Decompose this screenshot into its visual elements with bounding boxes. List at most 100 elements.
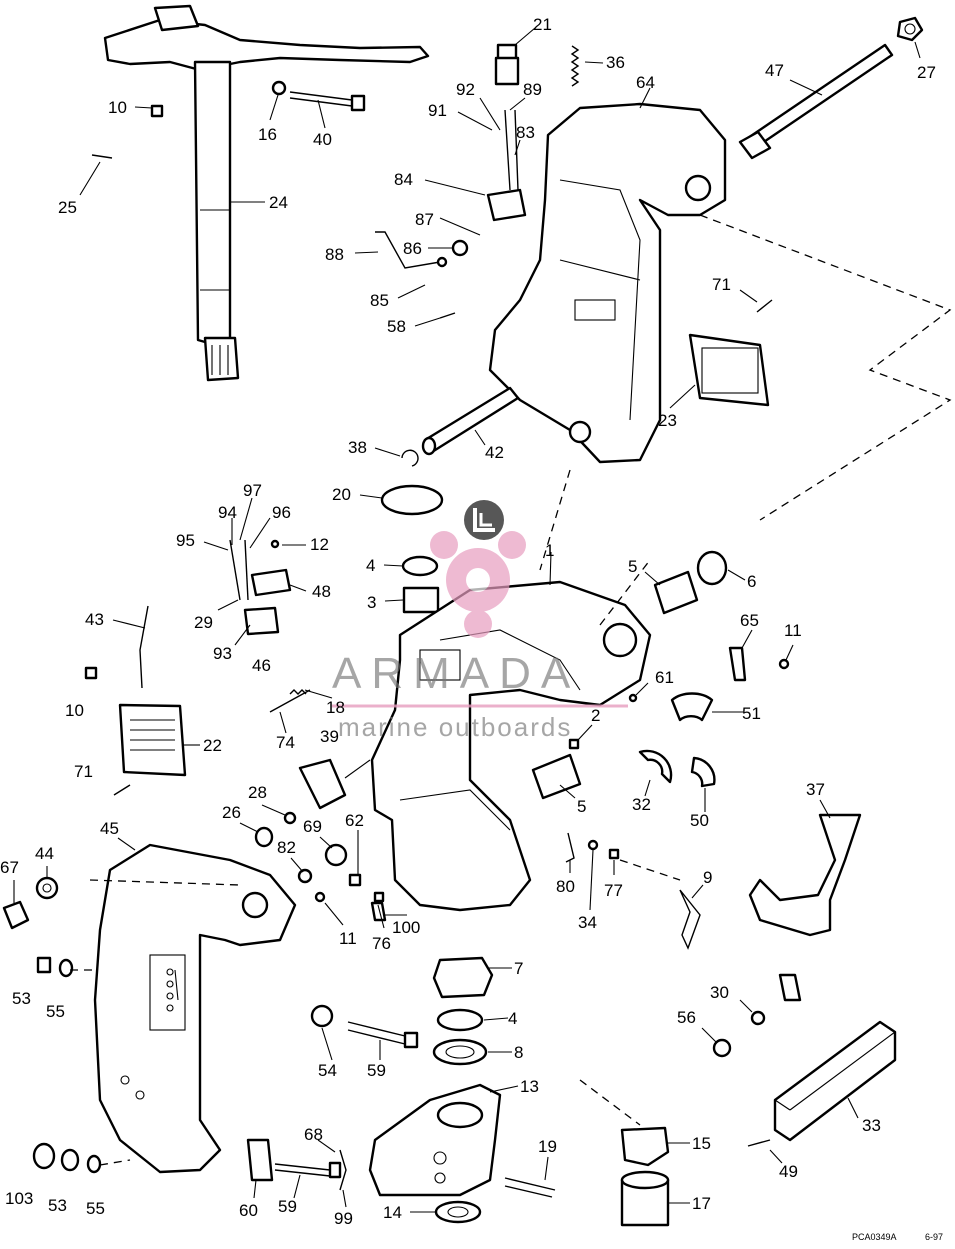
callout-83: 83 <box>516 123 535 142</box>
callout-53-top: 53 <box>12 989 31 1008</box>
part-22-cover <box>118 703 187 777</box>
part-drawings <box>2 4 924 1227</box>
callout-77: 77 <box>604 881 623 900</box>
callout-17: 17 <box>692 1194 711 1213</box>
callout-28: 28 <box>248 783 267 802</box>
callout-24: 24 <box>269 193 288 212</box>
callout-8: 8 <box>514 1043 523 1062</box>
leader-lines <box>13 27 921 1213</box>
callout-7: 7 <box>514 959 523 978</box>
callout-20: 20 <box>332 485 351 504</box>
watermark: ARMADA marine outboards <box>332 500 628 742</box>
callout-56: 56 <box>677 1008 696 1027</box>
part-24-steering-shaft <box>103 4 430 382</box>
callout-3: 3 <box>367 593 376 612</box>
callout-82: 82 <box>277 838 296 857</box>
callout-96: 96 <box>272 503 291 522</box>
callout-9: 9 <box>703 868 712 887</box>
figure-code: PCA0349A <box>852 1232 897 1242</box>
callout-39: 39 <box>320 727 339 746</box>
callout-19: 19 <box>538 1137 557 1156</box>
callout-34: 34 <box>578 913 597 932</box>
callout-91: 91 <box>428 101 447 120</box>
callout-68: 68 <box>304 1125 323 1144</box>
callout-99: 99 <box>334 1209 353 1228</box>
callout-76: 76 <box>372 934 391 953</box>
callout-55-top: 55 <box>46 1002 65 1021</box>
callout-69: 69 <box>303 817 322 836</box>
callout-62: 62 <box>345 811 364 830</box>
callout-27: 27 <box>917 63 936 82</box>
callout-67: 67 <box>0 858 19 877</box>
callout-94: 94 <box>218 503 237 522</box>
callout-48: 48 <box>312 582 331 601</box>
callout-16: 16 <box>258 125 277 144</box>
callout-38: 38 <box>348 438 367 457</box>
callout-80: 80 <box>556 877 575 896</box>
callout-87: 87 <box>415 210 434 229</box>
callout-49: 49 <box>779 1162 798 1181</box>
callout-71-mid: 71 <box>74 762 93 781</box>
part-83-switch-cluster <box>375 109 527 269</box>
part-13-lower-swivel <box>368 1083 502 1197</box>
callout-labels: 21 36 64 47 27 10 16 40 92 91 89 83 25 2… <box>0 15 936 1228</box>
callout-11-top: 11 <box>784 621 802 640</box>
callout-21: 21 <box>533 15 552 34</box>
alignment-dashes <box>70 214 952 1166</box>
callout-54: 54 <box>318 1061 337 1080</box>
callout-53-bottom: 53 <box>48 1196 67 1215</box>
callout-85: 85 <box>370 291 389 310</box>
watermark-title: ARMADA <box>332 649 580 698</box>
watermark-logo <box>430 500 526 638</box>
callout-43: 43 <box>85 610 104 629</box>
callout-37: 37 <box>806 780 825 799</box>
callout-4-mid: 4 <box>508 1009 517 1028</box>
callout-95: 95 <box>176 531 195 550</box>
callout-50: 50 <box>690 811 709 830</box>
part-47-tilt-tube <box>738 16 924 160</box>
callout-11-mid: 11 <box>339 929 357 948</box>
part-40-bolt <box>271 80 366 112</box>
callout-36: 36 <box>606 53 625 72</box>
callout-26: 26 <box>222 803 241 822</box>
callout-100: 100 <box>392 918 420 937</box>
callout-60: 60 <box>239 1201 258 1220</box>
callout-86: 86 <box>403 239 422 258</box>
part-45-stern-bracket <box>93 843 297 1174</box>
part-64-swivel-bracket <box>488 102 727 464</box>
part-42-pin <box>421 386 520 456</box>
part-wiring-cluster <box>229 539 292 636</box>
part-1-swivel-housing <box>370 580 652 912</box>
callout-74: 74 <box>276 733 295 752</box>
figure-date: 6-97 <box>925 1232 943 1242</box>
callout-64: 64 <box>636 73 655 92</box>
callout-51: 51 <box>742 704 761 723</box>
callout-89: 89 <box>523 80 542 99</box>
part-23-bracket-clip <box>688 333 770 407</box>
callout-42: 42 <box>485 443 504 462</box>
callout-55-bottom: 55 <box>86 1199 105 1218</box>
callout-12: 12 <box>310 535 329 554</box>
callout-30: 30 <box>710 983 729 1002</box>
callout-10-top: 10 <box>108 98 127 117</box>
watermark-subtitle: marine outboards <box>338 712 572 742</box>
callout-84: 84 <box>394 170 413 189</box>
callout-6: 6 <box>747 572 756 591</box>
part-21-fitting <box>494 43 520 86</box>
callout-22: 22 <box>203 736 222 755</box>
callout-71-top: 71 <box>712 275 731 294</box>
part-37-tilt-arm <box>748 813 862 1002</box>
callout-4-top: 4 <box>366 556 375 575</box>
callout-33: 33 <box>862 1116 881 1135</box>
part-36-spring <box>570 45 580 87</box>
callout-59-mid: 59 <box>367 1061 386 1080</box>
callout-47: 47 <box>765 61 784 80</box>
callout-2: 2 <box>591 706 600 725</box>
callout-13: 13 <box>520 1077 539 1096</box>
callout-25: 25 <box>58 198 77 217</box>
callout-29: 29 <box>194 613 213 632</box>
callout-103: 103 <box>5 1189 33 1208</box>
callout-14: 14 <box>383 1203 402 1222</box>
callout-58: 58 <box>387 317 406 336</box>
